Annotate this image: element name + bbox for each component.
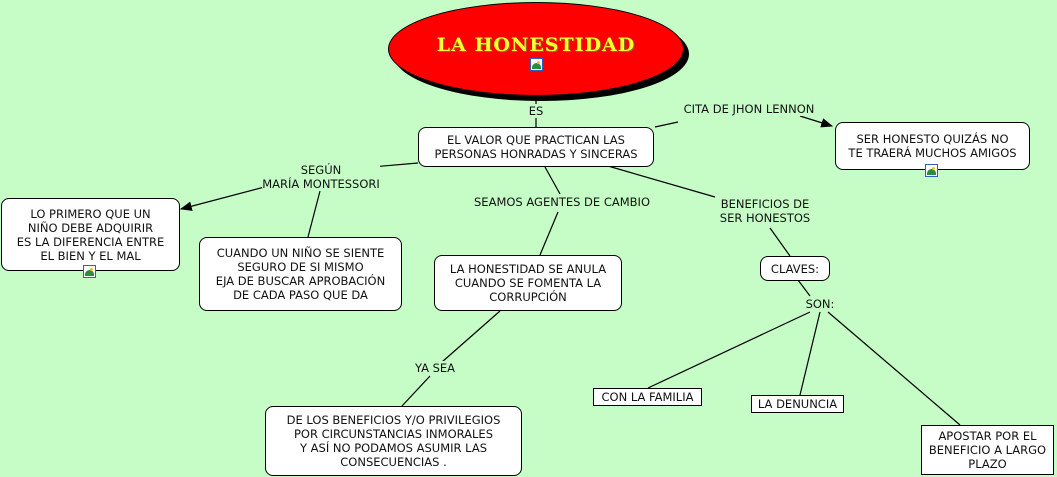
main-title: LA HONESTIDAD [436, 33, 636, 56]
link-label-es[interactable]: ES [528, 104, 544, 118]
concept-line: PERSONAS HONRADAS Y SINCERAS [434, 147, 638, 161]
concept-line: DE LOS BENEFICIOS Y/O PRIVILEGIOS [286, 413, 501, 427]
concept-line: EL BIEN Y EL MAL [40, 248, 141, 263]
concept-line: SER HONESTO QUIZÁS NO [856, 132, 1009, 146]
concept-line: LA HONESTIDAD SE ANULA [449, 262, 607, 276]
concept-valor[interactable]: EL VALOR QUE PRACTICAN LAS PERSONAS HONR… [418, 127, 654, 167]
concept-line: BENEFICIO A LARGO [928, 443, 1047, 457]
concept-montessori[interactable]: LO PRIMERO QUE UN NIÑO DEBE ADQUIRIR ES … [1, 198, 180, 271]
image-icon[interactable] [925, 164, 938, 177]
title-ellipse: LA HONESTIDAD [388, 2, 684, 96]
concept-anula[interactable]: LA HONESTIDAD SE ANULA CUANDO SE FOMENTA… [434, 255, 622, 311]
link-label-seamos[interactable]: SEAMOS AGENTES DE CAMBIO [474, 195, 650, 209]
concept-line: EL VALOR QUE PRACTICAN LAS [447, 133, 625, 147]
concept-line: EJA DE BUSCAR APROBACIÓN [215, 274, 386, 288]
link-label-line: MARÍA MONTESSORI [262, 177, 380, 191]
concept-line: TE TRAERÁ MUCHOS AMIGOS [848, 146, 1017, 160]
concept-line: APOSTAR POR EL [938, 429, 1037, 443]
concept-line: CUANDO UN NIÑO SE SIENTE [216, 246, 385, 260]
concept-nino[interactable]: CUANDO UN NIÑO SE SIENTE SEGURO DE SI MI… [199, 237, 402, 311]
concept-lennon[interactable]: SER HONESTO QUIZÁS NO TE TRAERÁ MUCHOS A… [835, 122, 1030, 170]
concept-line: DE CADA PASO QUE DA [233, 288, 368, 302]
link-label-beneficios[interactable]: BENEFICIOS DE SER HONESTOS [719, 197, 811, 225]
link-label-line: SER HONESTOS [719, 211, 811, 225]
concept-line: CONSECUENCIAS . [340, 455, 447, 469]
link-label-segun[interactable]: SEGÚN MARÍA MONTESSORI [262, 163, 380, 191]
link-label-cita[interactable]: CITA DE JHON LENNON [683, 102, 815, 116]
image-icon[interactable] [83, 265, 96, 278]
concept-line: LO PRIMERO QUE UN [30, 206, 151, 221]
concept-line: PLAZO [968, 457, 1007, 471]
concept-denuncia[interactable]: LA DENUNCIA [751, 395, 844, 413]
concept-claves[interactable]: CLAVES: [760, 256, 830, 281]
concept-familia[interactable]: CON LA FAMILIA [593, 388, 702, 406]
concept-line: POR CIRCUNSTANCIAS INMORALES [294, 427, 493, 441]
concept-line: CUANDO SE FOMENTA LA [454, 276, 602, 290]
concept-beneficios[interactable]: DE LOS BENEFICIOS Y/O PRIVILEGIOS POR CI… [265, 406, 522, 476]
concept-line: CORRUPCIÓN [489, 290, 567, 304]
concept-line: NIÑO DEBE ADQUIRIR [27, 220, 154, 235]
link-label-line: SEGÚN [300, 163, 342, 177]
concept-line: ES LA DIFERENCIA ENTRE [16, 234, 165, 249]
main-concept[interactable]: LA HONESTIDAD [388, 2, 690, 102]
concept-apostar[interactable]: APOSTAR POR EL BENEFICIO A LARGO PLAZO [921, 425, 1054, 475]
image-icon[interactable] [529, 57, 543, 71]
link-label-ya-sea[interactable]: YA SEA [414, 361, 456, 375]
concept-line: SEGURO DE SI MISMO [237, 260, 364, 274]
link-label-line: BENEFICIOS DE [720, 197, 810, 211]
concept-line: Y ASÍ NO PODAMOS ASUMIR LAS [299, 441, 488, 455]
link-label-son[interactable]: SON: [805, 297, 835, 311]
